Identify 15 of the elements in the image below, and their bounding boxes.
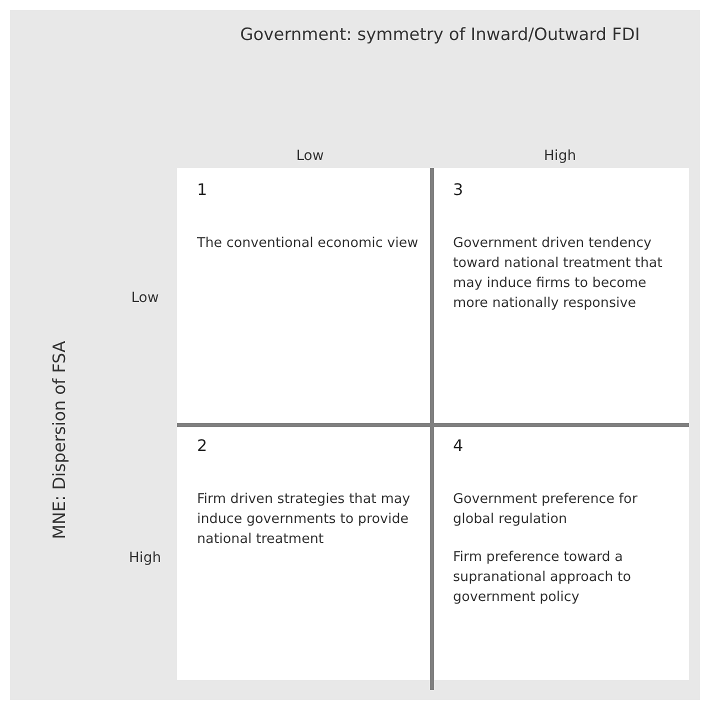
column-label: Low xyxy=(295,148,325,164)
quadrant-number: 1 xyxy=(197,180,208,199)
quadrant-number: 4 xyxy=(453,436,464,455)
quadrant-number: 2 xyxy=(197,436,208,455)
quadrant-number: 3 xyxy=(453,180,464,199)
axis-title: Government: symmetry of Inward/Outward FDI xyxy=(239,25,641,45)
quadrant-text: The conventional economic view xyxy=(197,234,419,253)
quadrant-text: Firm driven strategies that may induce governments to provide national treatment xyxy=(197,490,412,549)
quadrant-text: Government driven tendency toward national treatment that may induce firms to become more nationally responsive xyxy=(453,234,664,313)
column-label: High xyxy=(542,148,578,164)
quadrant-text: Firm preference toward a supranational approach to government policy xyxy=(453,548,632,607)
row-label: Low xyxy=(130,290,160,306)
row-label: High xyxy=(128,550,162,566)
axis-title: MNE: Dispersion of FSA xyxy=(50,340,70,542)
quadrant-text: Government preference for global regulation xyxy=(453,490,638,529)
